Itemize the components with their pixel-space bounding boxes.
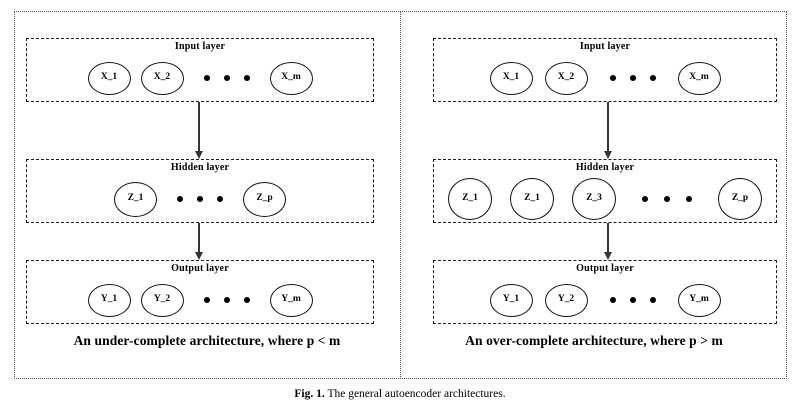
ellipsis-dot — [642, 196, 648, 202]
node-y1: Y_1 — [87, 283, 131, 317]
ellipsis-dot — [243, 75, 250, 81]
node-row-output: Y_1 Y_2 Y_m — [434, 277, 776, 323]
ellipsis-dot — [223, 297, 230, 303]
node-y1: Y_1 — [489, 283, 533, 317]
node-xm: X_m — [677, 61, 721, 95]
ellipsis-dots-input — [194, 75, 260, 81]
arrow-input-to-hidden — [607, 102, 609, 152]
arrow-hidden-to-output — [607, 223, 609, 253]
ellipsis-dots-input — [600, 75, 666, 81]
ellipsis-dot — [649, 297, 656, 303]
node-y2: Y_2 — [544, 283, 588, 317]
ellipsis-dot — [217, 196, 223, 202]
node-row-output: Y_1 Y_2 Y_m — [27, 277, 373, 323]
node-xm: X_m — [269, 61, 313, 95]
layer-title-input: Input layer — [579, 41, 631, 52]
ellipsis-dot — [197, 196, 203, 202]
node-row-hidden: Z_1 Z_p — [27, 176, 373, 222]
node-x2: X_2 — [140, 61, 184, 95]
node-x2: X_2 — [544, 61, 588, 95]
layer-box-input: Input layer X_1 X_2 X_m — [433, 38, 777, 102]
figure-caption: Fig. 1. The general autoencoder architec… — [0, 388, 800, 400]
arrow-hidden-to-output — [198, 223, 200, 253]
layer-box-hidden: Hidden layer Z_1 Z_1 Z_3 Z_p — [433, 159, 777, 223]
ellipsis-dot — [686, 196, 692, 202]
ellipsis-dot — [243, 297, 250, 303]
ellipsis-dot — [629, 75, 636, 81]
node-y2: Y_2 — [140, 283, 184, 317]
panel-caption-over-complete: An over-complete architecture, where p >… — [465, 333, 723, 348]
figure-caption-text: The general autoencoder architectures. — [327, 388, 506, 400]
node-row-input: X_1 X_2 X_m — [434, 55, 776, 101]
node-z1: Z_1 — [448, 178, 492, 220]
node-row-input: X_1 X_2 X_m — [27, 55, 373, 101]
ellipsis-dot — [649, 75, 656, 81]
ellipsis-dot — [223, 75, 230, 81]
layer-title-hidden: Hidden layer — [575, 162, 635, 173]
ellipsis-dot — [664, 196, 670, 202]
ellipsis-dot — [203, 75, 210, 81]
node-z2: Z_1 — [510, 178, 554, 220]
node-z3: Z_3 — [572, 178, 616, 220]
figure-caption-label: Fig. 1. — [294, 388, 325, 400]
node-ym: Y_m — [677, 283, 721, 317]
node-x1: X_1 — [489, 61, 533, 95]
panel-under-complete: Input layer X_1 X_2 X_m Hidden layer Z_1 — [14, 11, 400, 379]
node-x1: X_1 — [87, 61, 131, 95]
layer-title-hidden: Hidden layer — [170, 162, 230, 173]
ellipsis-dot — [203, 297, 210, 303]
panel-divider — [400, 11, 401, 379]
layer-box-input: Input layer X_1 X_2 X_m — [26, 38, 374, 102]
node-zp: Z_p — [718, 178, 762, 220]
panel-caption-under-complete: An under-complete architecture, where p … — [73, 333, 341, 348]
layer-box-output: Output layer Y_1 Y_2 Y_m — [26, 260, 374, 324]
layer-title-output: Output layer — [171, 263, 229, 274]
layer-box-hidden: Hidden layer Z_1 Z_p — [26, 159, 374, 223]
node-z1: Z_1 — [114, 181, 157, 217]
layer-box-output: Output layer Y_1 Y_2 Y_m — [433, 260, 777, 324]
node-ym: Y_m — [269, 283, 313, 317]
ellipsis-dots-hidden — [167, 196, 233, 202]
ellipsis-dot — [609, 297, 616, 303]
ellipsis-dots-output — [194, 297, 260, 303]
ellipsis-dots-output — [600, 297, 666, 303]
panel-over-complete: Input layer X_1 X_2 X_m Hidden layer Z_1… — [401, 11, 787, 379]
ellipsis-dots-hidden — [634, 196, 700, 202]
node-zp: Z_p — [243, 181, 286, 217]
arrow-input-to-hidden — [198, 102, 200, 152]
node-row-hidden: Z_1 Z_1 Z_3 Z_p — [434, 176, 776, 222]
ellipsis-dot — [177, 196, 183, 202]
ellipsis-dot — [609, 75, 616, 81]
ellipsis-dot — [629, 297, 636, 303]
layer-title-output: Output layer — [576, 263, 634, 274]
layer-title-input: Input layer — [174, 41, 226, 52]
